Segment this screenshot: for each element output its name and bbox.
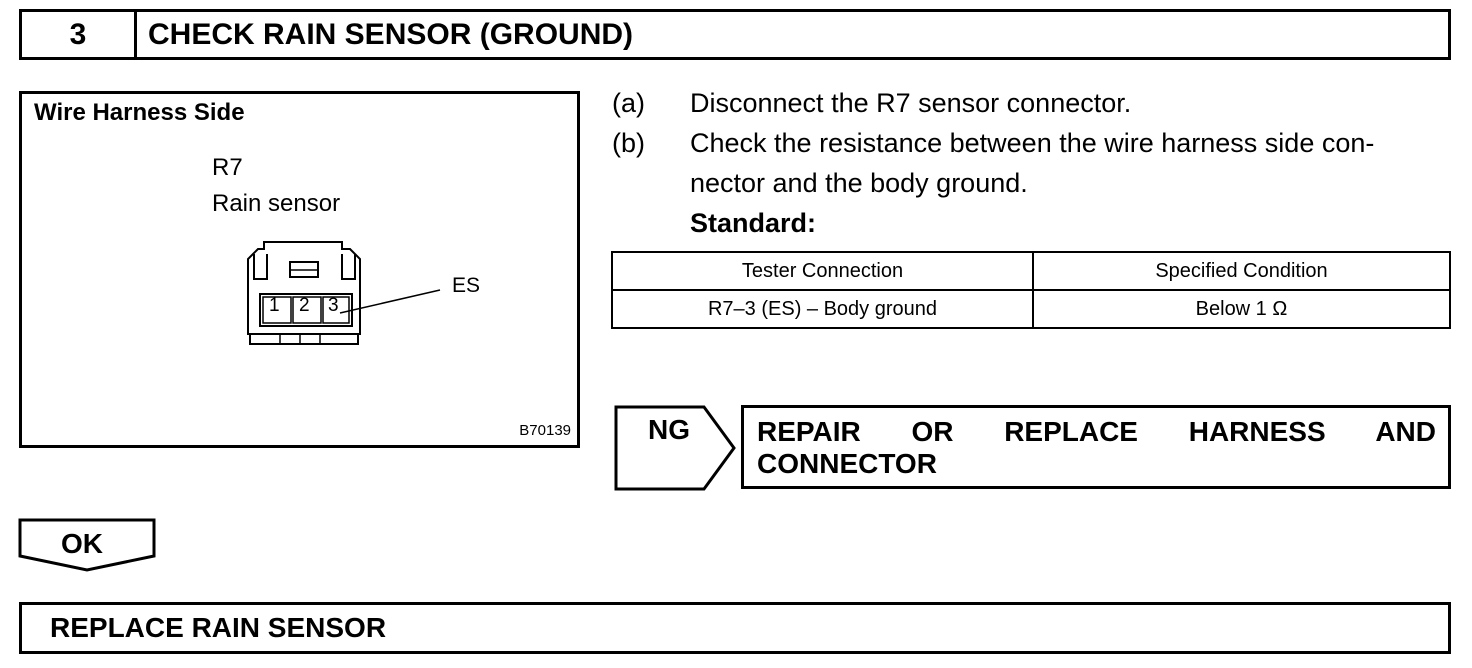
instruction-letter-b: (b) xyxy=(612,128,645,158)
wire-harness-figure: Wire Harness Side R7 Rain sensor 1 2 3 E… xyxy=(19,91,580,448)
connector-diagram-icon xyxy=(247,241,441,345)
connector-id: R7 xyxy=(212,154,243,181)
instruction-letter-a: (a) xyxy=(612,88,645,118)
pin-2-label: 2 xyxy=(299,295,310,316)
ng-arrow-icon xyxy=(614,405,736,491)
table-row: R7–3 (ES) – Body ground Below 1 Ω xyxy=(611,289,1451,329)
figure-code: B70139 xyxy=(519,422,571,439)
standard-label: Standard: xyxy=(690,208,817,238)
ng-action-box: REPAIR OR REPLACE HARNESS AND CONNECTOR xyxy=(741,405,1451,489)
figure-title: Wire Harness Side xyxy=(34,99,245,126)
table-header: Tester Connection xyxy=(611,251,1034,291)
spec-table: Tester Connection Specified Condition R7… xyxy=(611,251,1451,329)
instruction-text-a: Disconnect the R7 sensor connector. xyxy=(690,88,1132,118)
step-number: 3 xyxy=(22,12,137,57)
step-title: CHECK RAIN SENSOR (GROUND) xyxy=(148,17,634,51)
table-cell: Below 1 Ω xyxy=(1032,289,1451,329)
final-action-text: REPLACE RAIN SENSOR xyxy=(50,612,387,643)
ng-action-line1: REPAIR OR REPLACE HARNESS AND xyxy=(757,416,1436,447)
final-action-box: REPLACE RAIN SENSOR xyxy=(19,602,1451,654)
ok-label: OK xyxy=(61,528,103,559)
ng-action-line2: CONNECTOR xyxy=(757,448,937,479)
connector-name: Rain sensor xyxy=(212,190,341,217)
table-cell: R7–3 (ES) – Body ground xyxy=(611,289,1034,329)
instruction-text-b-line1: Check the resistance between the wire ha… xyxy=(690,128,1375,158)
ok-arrow-icon xyxy=(18,518,156,572)
table-header: Specified Condition xyxy=(1032,251,1451,291)
ng-label: NG xyxy=(648,414,690,445)
step-header: 3 CHECK RAIN SENSOR (GROUND) xyxy=(19,9,1451,60)
terminal-label: ES xyxy=(452,274,481,297)
instruction-list: (a) Disconnect the R7 sensor connector. … xyxy=(612,88,1452,248)
table-header-row: Tester Connection Specified Condition xyxy=(611,251,1451,291)
pin-3-label: 3 xyxy=(328,295,339,316)
pin-1-label: 1 xyxy=(269,295,280,316)
instruction-text-b-line2: nector and the body ground. xyxy=(690,168,1028,198)
